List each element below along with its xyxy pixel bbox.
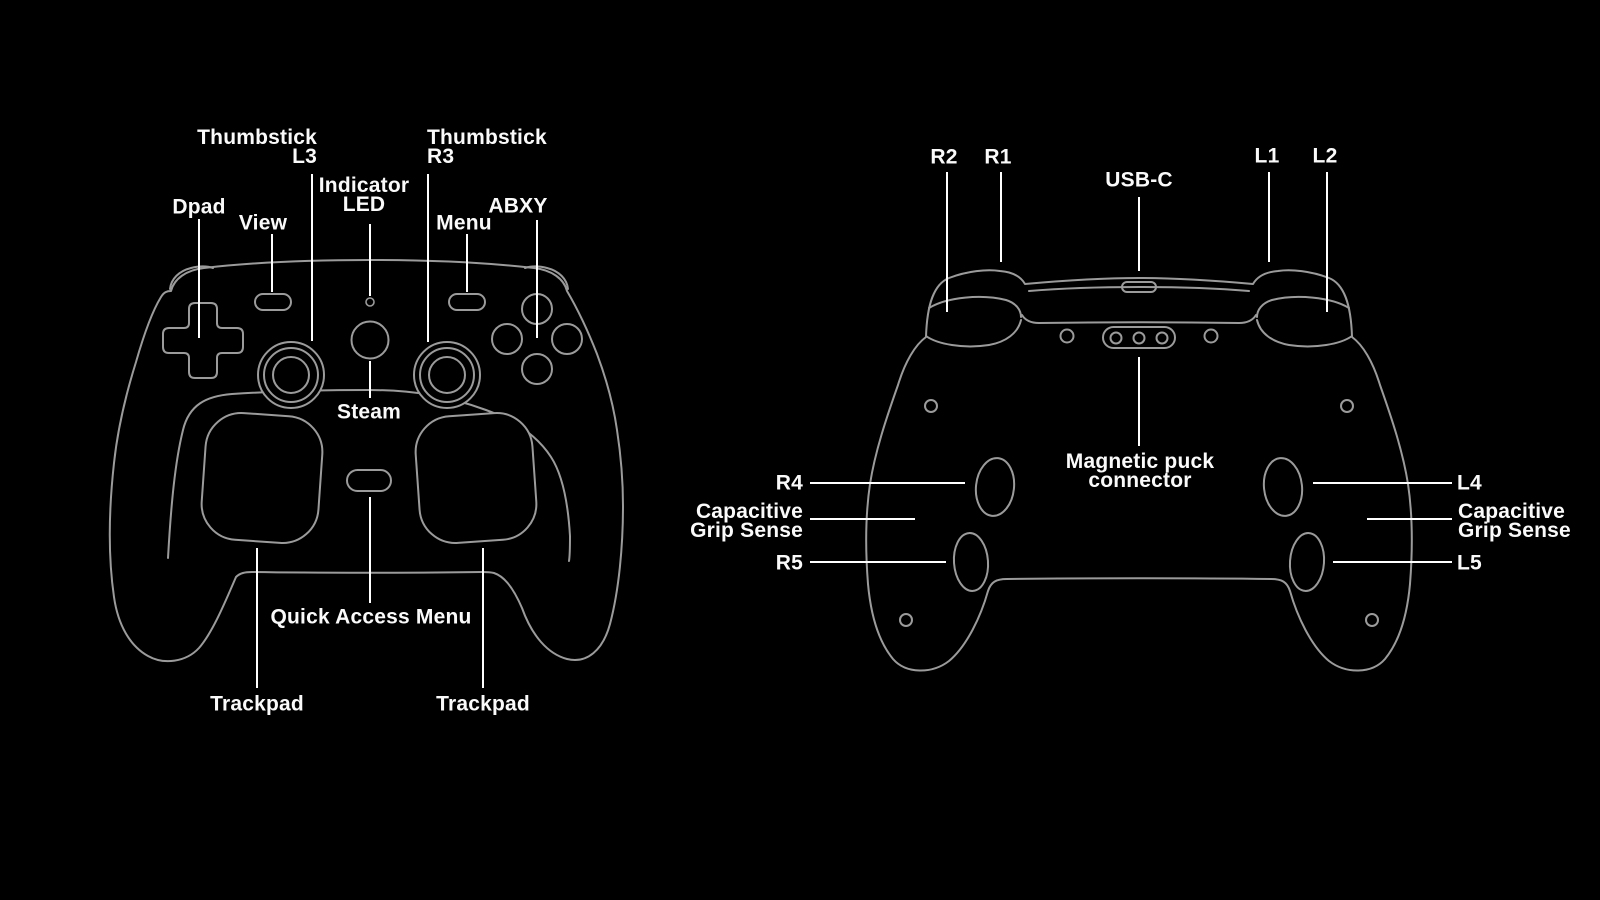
label-l2: L2 — [1312, 144, 1338, 168]
label-grip-sense-right-line1: Capacitive — [695, 500, 803, 523]
l5-button-shape — [1288, 532, 1326, 592]
label-grip-sense-left-line1: Capacitive — [1458, 500, 1566, 523]
label-l4: L4 — [1457, 471, 1482, 495]
label-grip-sense-left-line2: Grip Sense — [1458, 519, 1571, 542]
trackpad-right-shape — [414, 411, 538, 545]
label-r1: R1 — [984, 145, 1012, 169]
quick-access-menu-shape — [346, 469, 392, 492]
front-faceplate-curve — [167, 389, 571, 562]
label-grip-sense-left: Capacitive Grip Sense — [1458, 500, 1571, 542]
steam-button-shape — [350, 320, 390, 360]
label-indicator-led-line2: LED — [342, 193, 386, 216]
screw-icon — [899, 613, 913, 627]
label-dpad: Dpad — [172, 195, 226, 219]
screw-icon — [1059, 328, 1075, 344]
label-magnetic-puck-line1: Magnetic puck — [1065, 450, 1215, 473]
back-view — [865, 269, 1413, 672]
r4-button-shape — [974, 457, 1016, 517]
label-grip-sense-right-line2: Grip Sense — [690, 519, 803, 542]
r2-trigger-lower-edge — [925, 319, 1022, 348]
dpad-shape — [162, 302, 244, 379]
l4-button-shape — [1262, 457, 1304, 517]
label-usb-c: USB-C — [1105, 168, 1173, 192]
screw-icon — [1203, 328, 1219, 344]
label-menu: Menu — [436, 211, 492, 235]
label-thumbstick-l3: Thumbstick L3 — [197, 126, 317, 168]
label-abxy: ABXY — [488, 194, 548, 218]
trackpad-left-shape — [200, 411, 324, 545]
view-button-shape — [254, 293, 292, 311]
front-body-outline — [108, 259, 624, 663]
label-steam: Steam — [336, 400, 402, 424]
thumbstick-left-shape — [257, 341, 325, 409]
label-magnetic-puck-connector: Magnetic puck connector — [1065, 450, 1215, 492]
indicator-led-shape — [365, 297, 375, 307]
label-view: View — [238, 211, 288, 235]
front-view — [108, 259, 624, 663]
label-grip-sense-right: Capacitive Grip Sense — [690, 500, 803, 542]
label-r4: R4 — [775, 471, 803, 495]
front-right-bumper-arc — [524, 265, 569, 290]
screw-icon — [1365, 613, 1379, 627]
menu-button-shape — [448, 293, 486, 311]
label-r5: R5 — [775, 551, 803, 575]
label-indicator-led: Indicator LED — [318, 174, 410, 216]
back-body-outline — [865, 269, 1413, 672]
back-plate-line — [1021, 314, 1257, 324]
usb-c-port-shape — [1121, 281, 1157, 293]
label-indicator-led-line1: Indicator — [318, 174, 410, 197]
front-left-bumper-arc — [169, 265, 214, 290]
label-thumbstick-r3: Thumbstick R3 — [427, 126, 547, 168]
screw-icon — [924, 399, 938, 413]
leader-lines — [198, 172, 1452, 688]
l2-trigger-lower-edge — [1256, 319, 1353, 348]
magnetic-puck-connector-shape — [1102, 326, 1176, 349]
label-l5: L5 — [1457, 551, 1482, 575]
r5-button-shape — [952, 532, 990, 592]
label-thumbstick-l3-line1: Thumbstick — [197, 126, 317, 149]
label-trackpad-left: Trackpad — [210, 692, 304, 716]
label-thumbstick-r3-line1: Thumbstick — [427, 126, 547, 149]
label-thumbstick-l3-line2: L3 — [292, 145, 317, 168]
back-top-bar-edge — [1028, 286, 1250, 292]
screw-icon — [1340, 399, 1354, 413]
label-magnetic-puck-line2: connector — [1088, 469, 1192, 492]
label-quick-access-menu: Quick Access Menu — [270, 605, 472, 629]
label-trackpad-right: Trackpad — [436, 692, 530, 716]
l2-trigger-shape — [1256, 295, 1350, 318]
label-l1: L1 — [1254, 144, 1280, 168]
thumbstick-right-shape — [413, 341, 481, 409]
label-thumbstick-r3-line2: R3 — [427, 145, 455, 168]
label-r2: R2 — [930, 145, 958, 169]
